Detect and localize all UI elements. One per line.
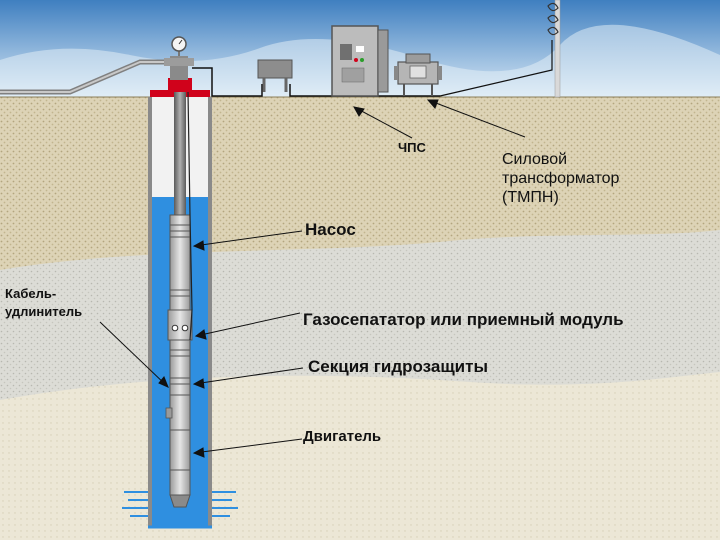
sand-layer [0, 372, 720, 540]
power-pole [555, 0, 560, 97]
label-chps: ЧПС [398, 140, 426, 155]
gas-separator [168, 310, 192, 340]
label-gas-separator: Газосепататор или приемный модуль [303, 310, 624, 330]
protector-section [170, 340, 190, 395]
label-protector: Секция гидрозащиты [308, 357, 488, 377]
label-motor: Двигатель [303, 428, 381, 445]
junction-box [258, 60, 292, 78]
label-transformer: Силовой трансформатор (ТМПН) [502, 150, 619, 207]
label-cable-extension: Кабель- удлинитель [5, 285, 82, 321]
wellhead [168, 78, 192, 92]
motor [170, 395, 190, 495]
tubing [174, 92, 186, 217]
label-pump: Насос [305, 220, 356, 240]
